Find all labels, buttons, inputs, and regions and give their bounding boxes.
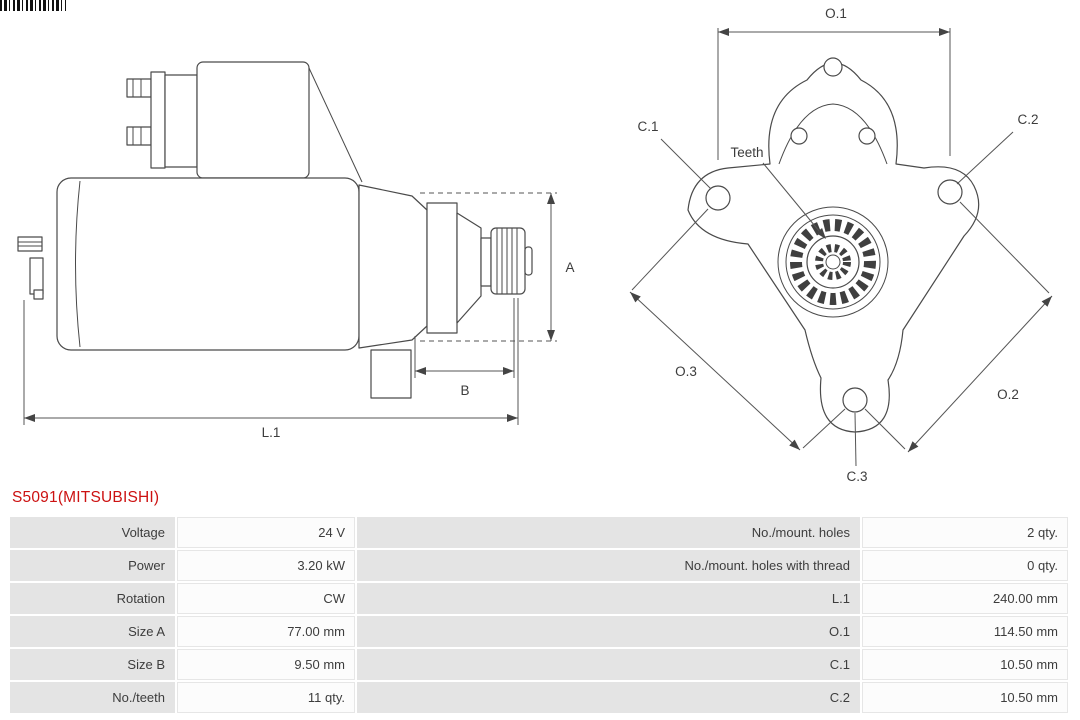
- dimension-label-a: A: [565, 260, 574, 275]
- spec-label: Power: [10, 550, 175, 581]
- spec-label: L.1: [357, 583, 860, 614]
- spec-value: 9.50 mm: [177, 649, 355, 680]
- spec-value: 10.50 mm: [862, 649, 1068, 680]
- spec-label: C.2: [357, 682, 860, 713]
- spec-label: Voltage: [10, 517, 175, 548]
- front-view-dimensions: O.1 C.1 C.2 C.3 Teeth O.3: [629, 6, 1053, 484]
- side-view-drawing: [17, 61, 533, 399]
- spec-label: Size B: [10, 649, 175, 680]
- spec-value: CW: [177, 583, 355, 614]
- spec-label: No./mount. holes with thread: [357, 550, 860, 581]
- part-number: S5091(MITSUBISHI): [12, 489, 160, 506]
- dimension-label-c3: C.3: [846, 469, 867, 484]
- dimension-label-b: B: [460, 383, 469, 398]
- dimension-label-c1: C.1: [637, 119, 658, 134]
- dimension-label-o2: O.2: [997, 387, 1019, 402]
- dimension-label-c2: C.2: [1017, 112, 1038, 127]
- dimension-label-o1: O.1: [825, 6, 847, 21]
- spec-value: 10.50 mm: [862, 682, 1068, 713]
- spec-label: C.1: [357, 649, 860, 680]
- starter-motor-diagram: A B L.1: [17, 6, 1053, 484]
- spec-value: 24 V: [177, 517, 355, 548]
- spec-value: 0 qty.: [862, 550, 1068, 581]
- spec-value: 2 qty.: [862, 517, 1068, 548]
- spec-value: 3.20 kW: [177, 550, 355, 581]
- spec-value: 240.00 mm: [862, 583, 1068, 614]
- teeth-label: Teeth: [730, 145, 763, 160]
- spec-label: Size A: [10, 616, 175, 647]
- spec-label: No./mount. holes: [357, 517, 860, 548]
- spec-value: 114.50 mm: [862, 616, 1068, 647]
- front-view-drawing: [687, 57, 980, 433]
- barcode: [0, 0, 66, 11]
- spec-label: No./teeth: [10, 682, 175, 713]
- side-view-dimensions: A B L.1: [23, 192, 575, 440]
- spec-value: 11 qty.: [177, 682, 355, 713]
- dimension-label-l1: L.1: [262, 425, 281, 440]
- spec-value: 77.00 mm: [177, 616, 355, 647]
- spec-label: Rotation: [10, 583, 175, 614]
- dimension-label-o3: O.3: [675, 364, 697, 379]
- spec-label: O.1: [357, 616, 860, 647]
- spec-table: Voltage 24 V No./mount. holes 2 qty. Pow…: [10, 517, 1068, 713]
